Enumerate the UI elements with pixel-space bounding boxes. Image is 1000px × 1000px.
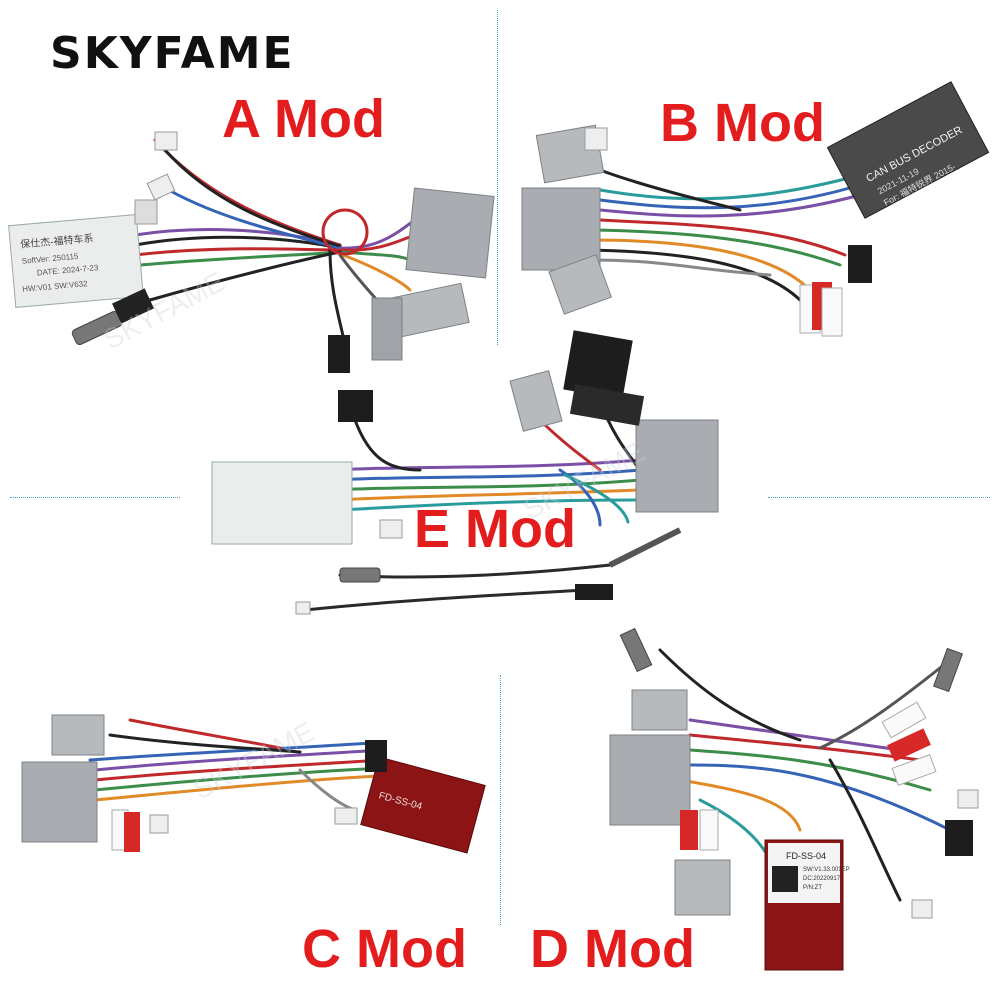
divider-left <box>10 497 180 498</box>
mod-c-label: C Mod <box>302 919 467 979</box>
mod-c-harness: FD-SS-04 <box>21 714 486 854</box>
brand-logo: SKYFAME <box>50 28 295 79</box>
mod-e-harness <box>211 330 719 615</box>
mod-d-box-line2: SW:V1.33.001EP <box>803 867 850 873</box>
mod-d-label: D Mod <box>530 919 695 979</box>
mod-a-label: A Mod <box>222 89 385 149</box>
divider-bottom <box>500 675 501 925</box>
mod-d-box-line3: DC:20220917 <box>803 876 841 882</box>
mod-d-box-line1: FD-SS-04 <box>786 851 826 861</box>
mod-b-label: B Mod <box>660 93 825 153</box>
mod-e-label: E Mod <box>414 499 576 559</box>
divider-top <box>497 10 498 345</box>
mod-d-harness: FD-SS-04 SW:V1.33.001EP DC:20220917 P/N:… <box>609 627 979 971</box>
mod-d-box-line4: P/N:ZT <box>803 885 822 891</box>
divider-right <box>768 497 990 498</box>
mod-a-harness: 保仕杰-福特车系 SoftVer: 250115 DATE: 2024-7-23… <box>8 131 495 373</box>
